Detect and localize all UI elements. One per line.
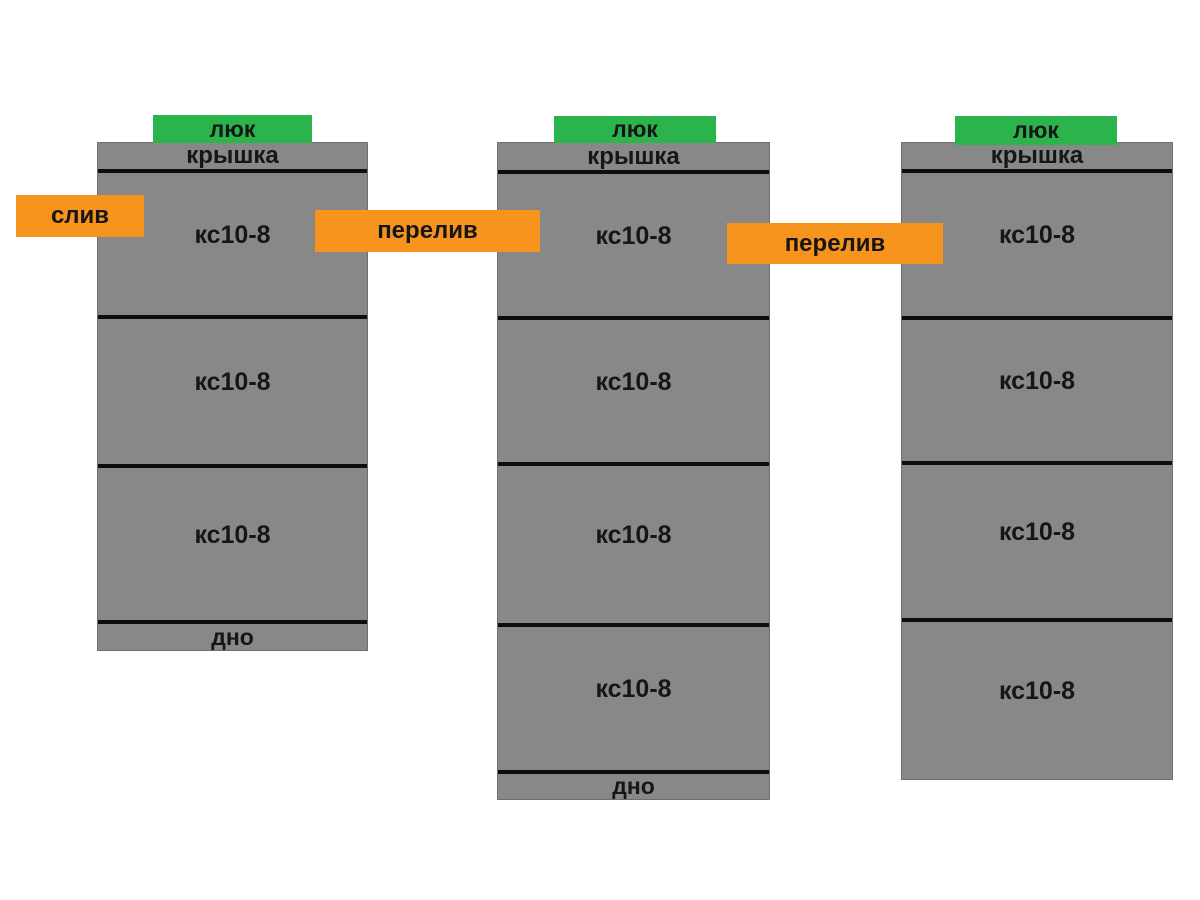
ring-section: кс10-8: [498, 320, 769, 466]
overflow-label-2: перелив: [727, 223, 943, 264]
overflow-label-1: перелив: [315, 210, 540, 252]
hatch-tab-well-1: люк: [153, 115, 312, 143]
ring-section: кс10-8: [902, 320, 1172, 465]
ring-label: кс10-8: [194, 368, 271, 396]
overflow-label-text: перелив: [784, 229, 886, 257]
drain-label: слив: [16, 195, 144, 237]
ring-section: кс10-8: [498, 627, 769, 774]
ring-label: кс10-8: [998, 677, 1076, 705]
well-column-2: крышка кс10-8 кс10-8 кс10-8 кс10-8 дно: [497, 142, 770, 800]
hatch-label: люк: [612, 116, 658, 142]
ring-section: кс10-8: [498, 466, 769, 627]
hatch-label: люк: [1013, 117, 1059, 143]
ring-label: кс10-8: [998, 367, 1076, 395]
ring-label: кс10-8: [194, 520, 271, 549]
ring-label: кс10-8: [595, 675, 672, 703]
ring-section: кс10-8: [98, 468, 367, 624]
hatch-label: люк: [209, 115, 256, 142]
ring-label: кс10-8: [194, 220, 271, 249]
cover-band: крышка: [902, 143, 1172, 173]
well-column-3: крышка кс10-8 кс10-8 кс10-8 кс10-8: [901, 142, 1173, 780]
ring-section: кс10-8: [498, 174, 769, 320]
ring-label: кс10-8: [998, 221, 1076, 249]
ring-section: кс10-8: [902, 465, 1172, 622]
hatch-tab-well-3: люк: [955, 116, 1117, 145]
cover-label: крышка: [587, 142, 680, 170]
ring-label: кс10-8: [595, 367, 672, 396]
ring-section: кс10-8: [902, 173, 1172, 320]
hatch-tab-well-2: люк: [554, 116, 716, 143]
bottom-band: дно: [98, 624, 367, 650]
ring-section: кс10-8: [98, 319, 367, 468]
cover-band: крышка: [498, 143, 769, 174]
ring-label: кс10-8: [998, 518, 1076, 546]
ring-section: кс10-8: [98, 173, 367, 319]
ring-section: кс10-8: [902, 622, 1172, 779]
cover-label: крышка: [186, 142, 279, 169]
ring-label: кс10-8: [595, 221, 672, 250]
cover-label: крышка: [990, 142, 1084, 169]
ring-label: кс10-8: [595, 521, 672, 549]
bottom-band: дно: [498, 774, 769, 799]
bottom-label: дно: [612, 773, 655, 799]
cover-band: крышка: [98, 143, 367, 173]
bottom-label: дно: [211, 623, 254, 650]
drain-label-text: слив: [50, 202, 110, 229]
overflow-label-text: перелив: [377, 217, 478, 244]
